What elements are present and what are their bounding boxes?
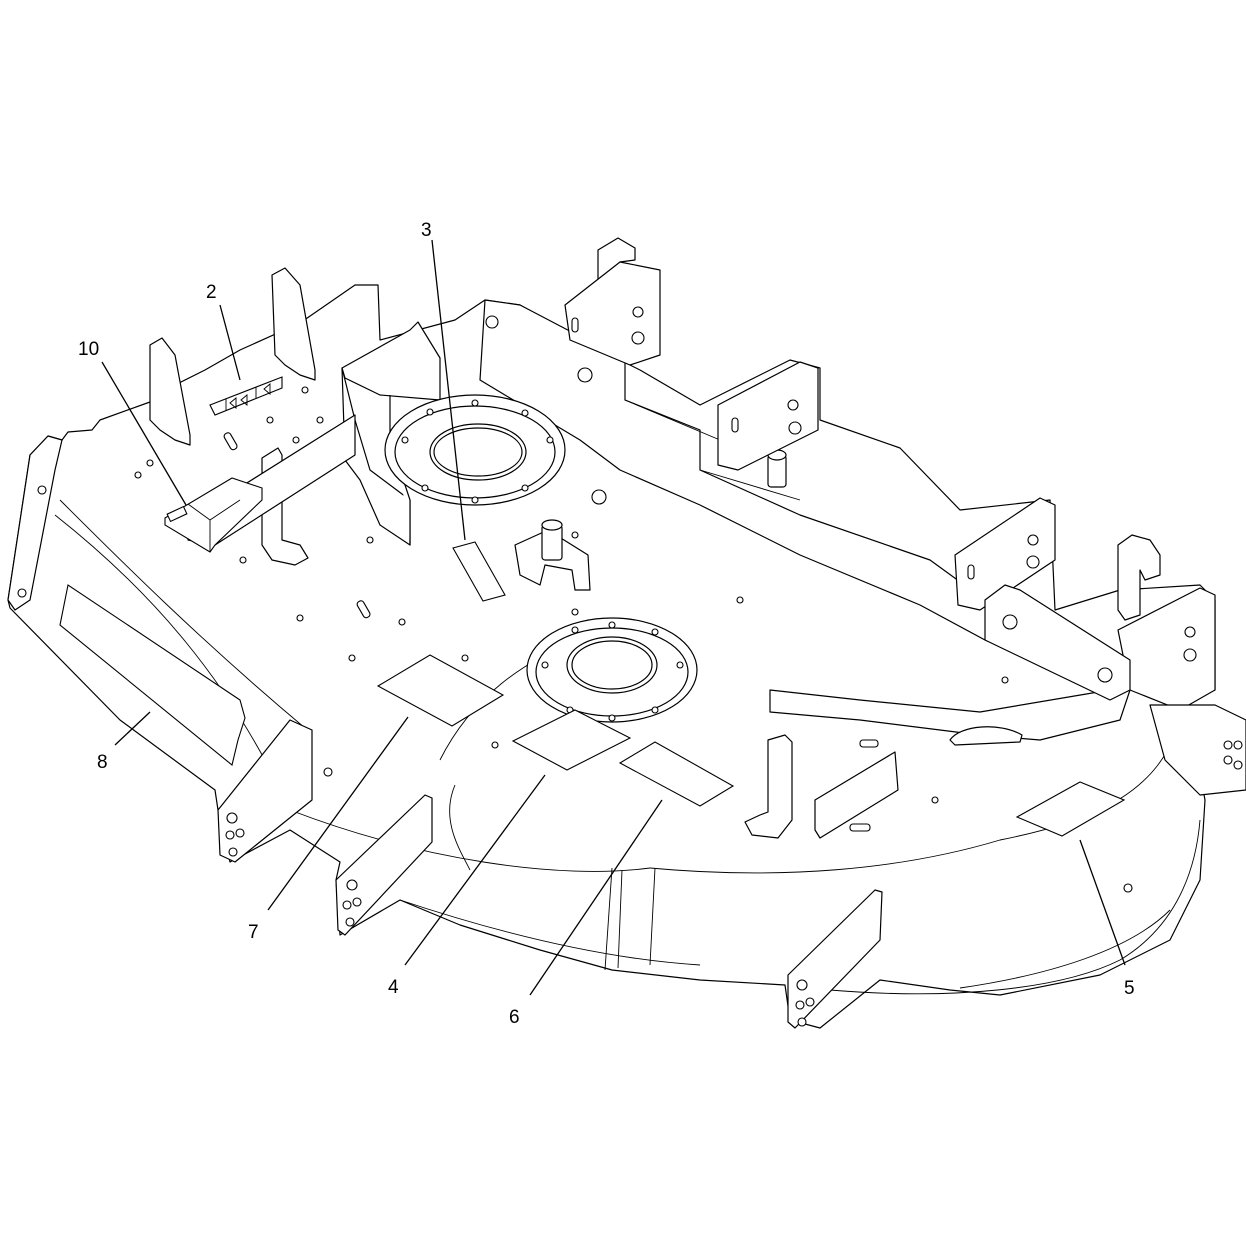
- decal-2: [209, 376, 283, 416]
- decal-4: [511, 709, 632, 771]
- callout-6: 6: [509, 1007, 520, 1028]
- decal-3: [452, 541, 506, 602]
- leader-2: [219, 304, 241, 381]
- leader-5: [1079, 839, 1126, 966]
- leader-7: [267, 716, 409, 911]
- spindle-housing-center: [526, 617, 698, 723]
- spindle-housing-left: [384, 394, 566, 506]
- callout-10: 10: [78, 339, 99, 360]
- callout-7: 7: [248, 922, 259, 943]
- leader-8: [114, 711, 151, 746]
- decal-5: [1015, 781, 1126, 837]
- leader-10: [101, 361, 187, 506]
- idler-bracket: [514, 449, 787, 591]
- decals: [59, 376, 1126, 837]
- callout-5: 5: [1124, 978, 1135, 999]
- decal-8: [59, 584, 246, 766]
- spindle-housing-right: [949, 726, 1023, 746]
- leader-3: [431, 239, 466, 541]
- leader-4: [404, 774, 546, 966]
- callout-3: 3: [421, 220, 432, 241]
- decal-7: [376, 654, 505, 727]
- decal-10: [164, 477, 263, 553]
- mounting-plates: [7, 237, 1246, 1029]
- callout-labels: 2 3 4 5 6 7 8 10: [78, 220, 1135, 1028]
- deck-holes: [134, 315, 1133, 893]
- callout-4: 4: [388, 977, 399, 998]
- decal-6: [618, 741, 735, 807]
- leader-lines: [101, 239, 1126, 996]
- callout-2: 2: [206, 282, 217, 303]
- callout-8: 8: [97, 752, 108, 773]
- leader-6: [529, 799, 663, 996]
